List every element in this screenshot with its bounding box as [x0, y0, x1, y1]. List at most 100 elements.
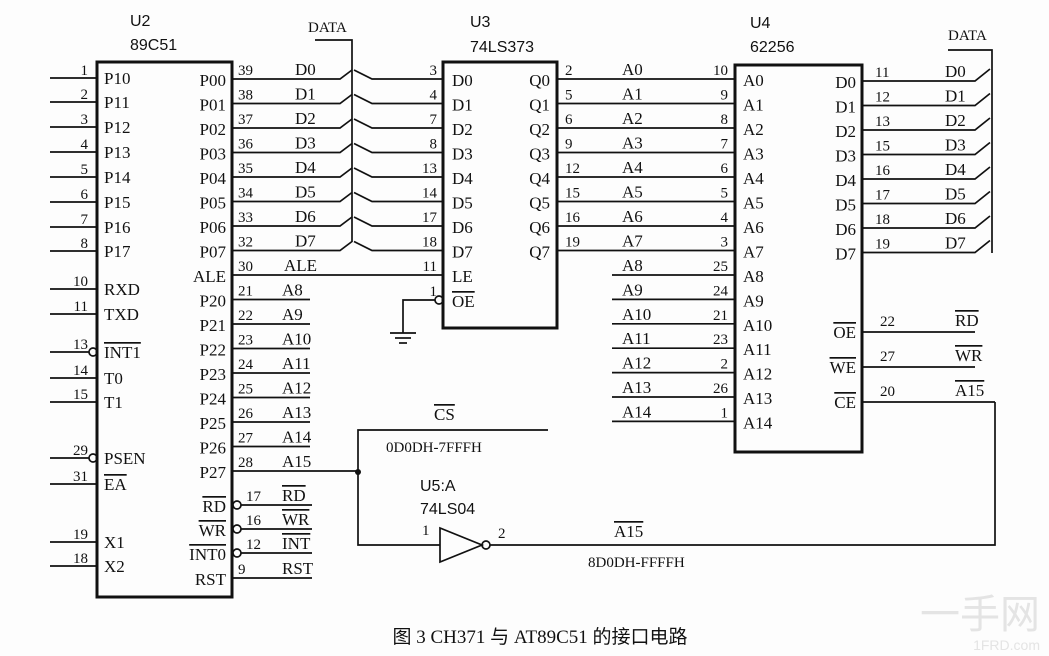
u2-pin-number: 17 — [246, 489, 262, 505]
u2-pin-label: P06 — [200, 218, 226, 237]
u2-pin-number: 24 — [238, 357, 254, 373]
u2-pin-number: 18 — [73, 551, 88, 567]
u2-pin-number: 16 — [246, 513, 262, 529]
u4-pin-label: A1 — [743, 96, 764, 115]
u2-pin-number: 36 — [238, 137, 254, 153]
cs-wire — [357, 429, 548, 546]
net-label: D0 — [945, 62, 966, 81]
u2-pin-label: P25 — [200, 414, 226, 433]
watermark-site: 1FRD.com — [973, 637, 1040, 653]
u4-ref: U4 — [750, 15, 771, 32]
u4-pin-label: D7 — [835, 245, 856, 264]
u2-pin-number: 26 — [238, 406, 254, 422]
net-label: A11 — [282, 354, 311, 373]
u4-pin-label: A4 — [743, 169, 764, 188]
u3-pin-number: 5 — [565, 88, 573, 104]
u4-pin-label: A2 — [743, 120, 764, 139]
u4-pin-label: D6 — [835, 220, 856, 239]
net-label: A9 — [282, 305, 303, 324]
data-bus-wire — [353, 142, 443, 154]
u4-pin-label: A0 — [743, 71, 764, 90]
u2-pin-label: T1 — [104, 393, 123, 412]
u4-pin-number: 4 — [721, 210, 729, 226]
net-label: D6 — [295, 207, 316, 226]
u3-pin-number: 2 — [565, 63, 573, 79]
data-bus-wire — [353, 191, 443, 203]
u4-pin-label: D4 — [835, 171, 856, 190]
u2-pin-label: P23 — [200, 365, 226, 384]
u4-pin-number: 8 — [721, 112, 729, 128]
data-bus-wire — [232, 240, 353, 252]
data-bus — [315, 39, 353, 242]
u3-pin-label: D4 — [452, 169, 473, 188]
inversion-bubble-icon — [232, 548, 242, 558]
u2-pin-number: 25 — [238, 382, 253, 398]
data-bus-wire — [353, 93, 443, 105]
cs-label: CS — [434, 405, 455, 424]
u4-pin-label: D0 — [835, 73, 856, 92]
u2-pin-label: P02 — [200, 120, 226, 139]
data-bus-wire — [232, 167, 353, 178]
net-label: D2 — [945, 111, 966, 130]
u2-pin-label: P00 — [200, 71, 226, 90]
net-label: ALE — [284, 256, 317, 275]
u5-pin-number: 1 — [422, 523, 430, 539]
net-label: A1 — [622, 85, 643, 104]
net-label: D1 — [295, 85, 316, 104]
u2-pin-label: INT1 — [104, 343, 141, 362]
data-bus-wire — [353, 69, 443, 80]
u3-part: 74LS373 — [470, 39, 534, 56]
u4-pin-label: D5 — [835, 196, 856, 215]
data-bus-wire — [862, 215, 991, 229]
u3-ref: U3 — [470, 14, 491, 31]
net-label: D6 — [945, 209, 966, 228]
u2-pin-label: RD — [202, 497, 226, 516]
u4-pin-label: A3 — [743, 145, 764, 164]
u3-pin-number: 16 — [565, 210, 581, 226]
u3-pin-label: Q2 — [529, 120, 550, 139]
u4-pin-label: OE — [833, 323, 856, 342]
u4-pin-label: A8 — [743, 267, 764, 286]
watermark-logo: 一手网 — [920, 593, 1040, 637]
u2-pin-number: 31 — [73, 469, 88, 485]
data-bus-wire — [862, 68, 991, 82]
u4-pin-label: A11 — [743, 340, 772, 359]
u4-pin-number: 23 — [713, 332, 728, 348]
u2-pin-label: TXD — [104, 305, 139, 324]
u3-pin-number: 19 — [565, 235, 580, 251]
u2-pin-label: P16 — [104, 218, 130, 237]
u3-pin-label: D0 — [452, 71, 473, 90]
data-bus-wire — [232, 93, 353, 105]
a15-inverted-wire — [490, 402, 996, 546]
u2-pin-label: P07 — [200, 243, 227, 262]
u2-pin-number: 29 — [73, 443, 88, 459]
data-bus-wire — [862, 92, 991, 107]
u2-pin-label: P20 — [200, 292, 226, 311]
net-label: D3 — [945, 136, 966, 155]
u4-pin-label: D2 — [835, 122, 856, 141]
cs-address-range: 0D0DH-7FFFH — [386, 440, 482, 456]
u3-pin-label: Q6 — [529, 218, 550, 237]
u3-pin-number: 12 — [565, 161, 580, 177]
u3-pin-label: Q1 — [529, 96, 550, 115]
u4-pin-number: 7 — [721, 137, 729, 153]
u3-pin-label: D2 — [452, 120, 473, 139]
u3-chip-body — [441, 60, 559, 330]
u2-pin-number: 12 — [246, 537, 261, 553]
data-bus-label: DATA — [948, 28, 987, 44]
u2-pin-number: 33 — [238, 210, 253, 226]
u4-pin-number: 1 — [721, 405, 729, 421]
net-label: A8 — [282, 281, 303, 300]
data-bus-wire — [862, 117, 991, 131]
data-bus-wire — [353, 240, 443, 252]
u3-pin-number: 3 — [430, 63, 438, 79]
net-label: D0 — [295, 60, 316, 79]
u4-pin-label: CE — [834, 393, 856, 412]
net-label: D4 — [295, 158, 316, 177]
u4-pin-label: WE — [830, 358, 856, 377]
u4-pin-number: 20 — [880, 384, 895, 400]
data-bus-wire — [862, 190, 991, 205]
u4-pin-number: 5 — [721, 186, 729, 202]
u4-pin-number: 17 — [875, 188, 891, 204]
junction-dot — [355, 469, 361, 475]
